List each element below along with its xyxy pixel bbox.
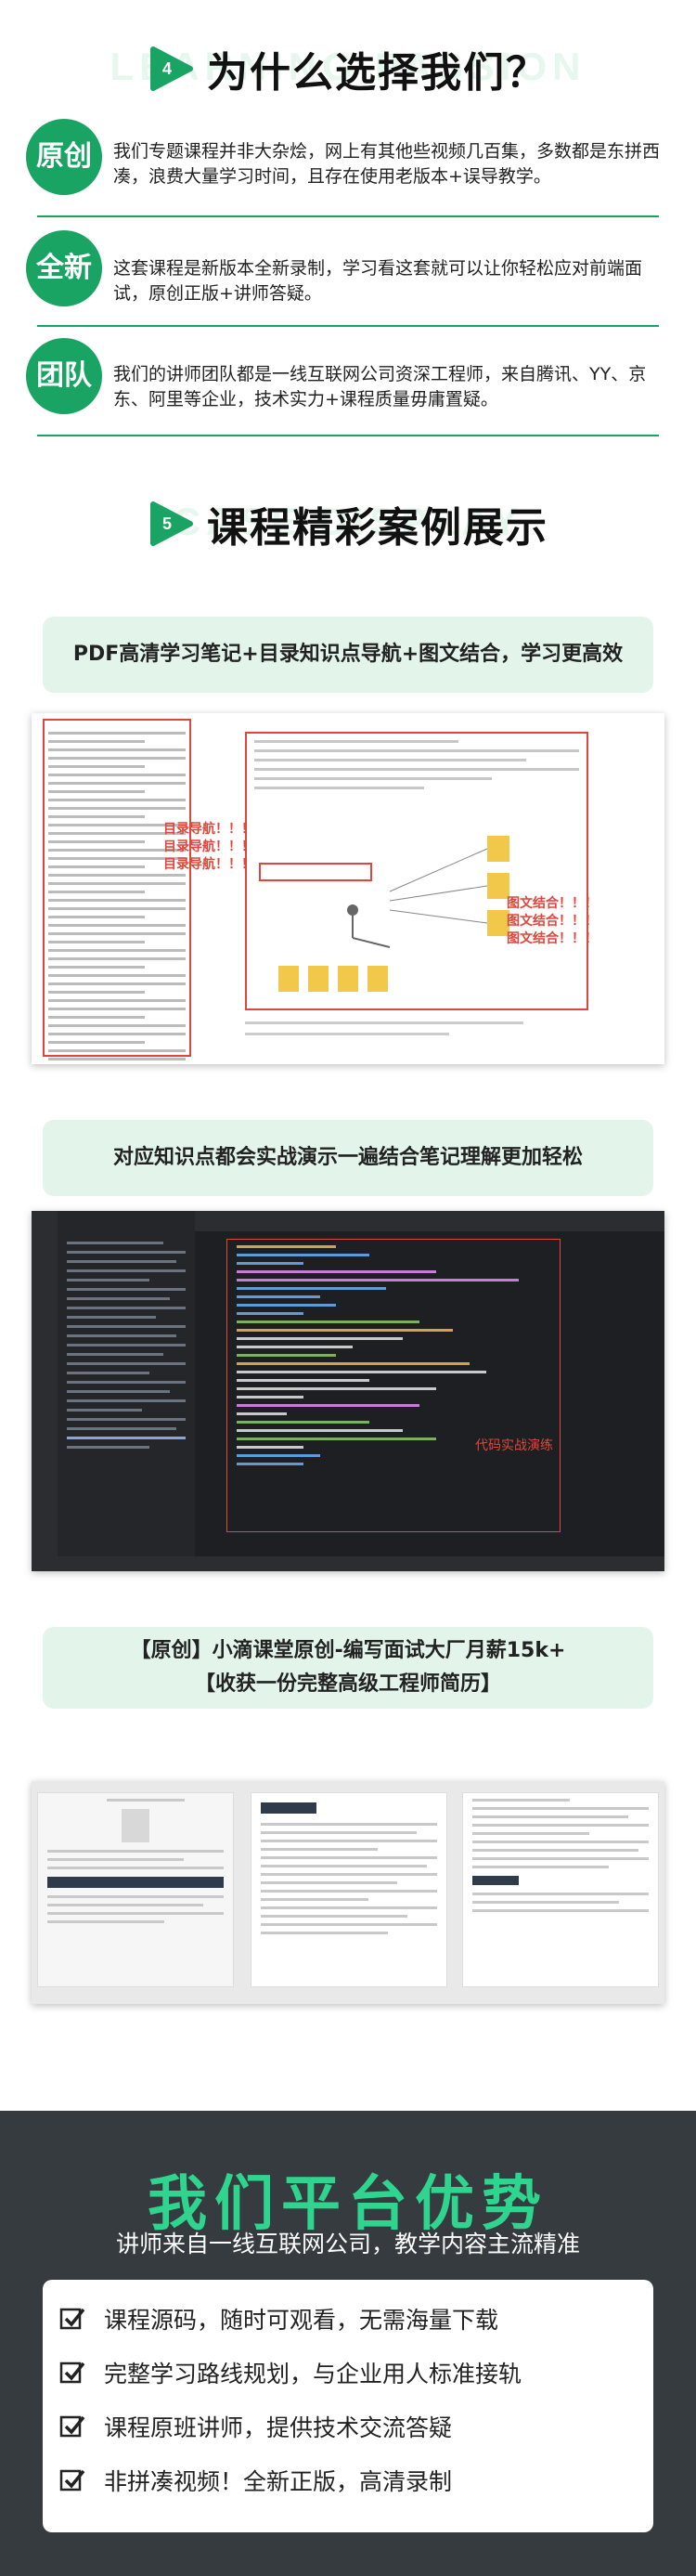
editor-activity-bar xyxy=(32,1211,58,1571)
why-heading-row: 4 为什么选择我们？ xyxy=(148,39,548,98)
checkbox-check-icon xyxy=(59,2361,85,2384)
perk-item: 完整学习路线规划，与企业用人标准接轨 xyxy=(59,2354,522,2391)
pdf-notes-screenshot: 目录导航！！！ 目录导航！！！ 目录导航！！！ 图文结合！！！ 图文结合！！！ xyxy=(32,713,664,1064)
resume-banner-line1: 【原创】小滴课堂原创-编写面试大厂月薪15k+ xyxy=(130,1639,566,1662)
divider xyxy=(37,215,659,217)
divider xyxy=(37,435,659,436)
editor-file-tree xyxy=(58,1211,195,1571)
pdf-notes-banner: PDF高清学习笔记+目录知识点导航+图文结合，学习更高效 xyxy=(43,617,653,693)
cases-section-heading: CASE DISPLAY 5 课程精彩案例展示 xyxy=(0,494,696,559)
perk-item: 课程原班讲师，提供技术交流答疑 xyxy=(59,2408,452,2445)
reason-text: 我们专题课程并非大杂烩，网上有其他些视频几百集，多数都是东拼西凑，浪费大量学习时… xyxy=(113,141,661,187)
perk-text: 非拼凑视频！全新正版，高清录制 xyxy=(104,2468,453,2495)
checkbox-check-icon xyxy=(59,2415,85,2438)
cases-ghost-text: CASE DISPLAY xyxy=(172,500,524,543)
cases-badge-number: 5 xyxy=(161,514,172,533)
why-section-heading: LEARNING PASSION 4 为什么选择我们？ xyxy=(0,39,696,104)
table-of-contents xyxy=(43,719,191,1060)
code-editor-screenshot: 代码实战演练 xyxy=(32,1211,664,1571)
notes-diagram xyxy=(245,732,588,1010)
divider xyxy=(37,325,659,327)
play-badge-icon: 5 xyxy=(148,501,194,547)
practice-banner-text: 对应知识点都会实战演示一遍结合笔记理解更加轻松 xyxy=(112,1146,583,1169)
image-text-annotation: 图文结合！！！ 图文结合！！！ 图文结合！！！ xyxy=(507,896,598,946)
resume-page xyxy=(462,1792,659,1987)
cases-heading-row: 5 课程精彩案例展示 xyxy=(148,494,548,553)
resume-screenshot xyxy=(32,1781,664,2004)
editor-tab-bar xyxy=(195,1211,664,1231)
pdf-notes-banner-text: PDF高清学习笔记+目录知识点导航+图文结合，学习更高效 xyxy=(72,643,624,666)
resume-banner: 【原创】小滴课堂原创-编写面试大厂月薪15k+ 【收获一份完整高级工程师简历】 xyxy=(43,1627,653,1709)
why-badge-number: 4 xyxy=(161,59,172,78)
checkbox-check-icon xyxy=(59,2308,85,2330)
toc-nav-annotation: 目录导航！！！ 目录导航！！！ 目录导航！！！ xyxy=(163,822,254,872)
reason-tag: 全新 xyxy=(26,230,102,306)
editor-status-bar xyxy=(32,1556,664,1571)
perk-item: 非拼凑视频！全新正版，高清录制 xyxy=(59,2462,452,2499)
reason-item-original: 原创 我们专题课程并非大杂烩，网上有其他些视频几百集，多数都是东拼西凑，浪费大量… xyxy=(17,119,679,202)
code-practice-annotation: 代码实战演练 xyxy=(475,1438,553,1453)
perk-text: 完整学习路线规划，与企业用人标准接轨 xyxy=(104,2361,522,2387)
reason-item-new: 全新 这套课程是新版本全新录制，学习看这套就可以让你轻松应对前端面试，原创正版+… xyxy=(17,230,679,314)
reason-tag: 原创 xyxy=(26,119,102,195)
reason-text: 这套课程是新版本全新录制，学习看这套就可以让你轻松应对前端面试，原创正版+讲师答… xyxy=(113,258,643,304)
resume-page xyxy=(251,1792,447,1987)
practice-banner: 对应知识点都会实战演示一遍结合笔记理解更加轻松 xyxy=(43,1120,653,1196)
code-block xyxy=(226,1239,561,1532)
cases-title: 课程精彩案例展示 xyxy=(207,504,548,552)
perk-item: 课程源码，随时可观看，无需海量下载 xyxy=(59,2300,498,2337)
reason-item-team: 团队 我们的讲师团队都是一线互联网公司资深工程师，来自腾讯、YY、京东、阿里等企… xyxy=(17,338,679,422)
resume-page xyxy=(37,1792,234,1987)
platform-subtitle: 讲师来自一线互联网公司，教学内容主流精准 xyxy=(115,2231,580,2257)
resume-banner-line2: 【收获一份完整高级工程师简历】 xyxy=(194,1672,501,1696)
checkbox-check-icon xyxy=(59,2469,85,2491)
platform-perks-card: 课程源码，随时可观看，无需海量下载 完整学习路线规划，与企业用人标准接轨 课程原… xyxy=(43,2280,653,2532)
why-title: 为什么选择我们？ xyxy=(207,49,548,97)
perk-text: 课程原班讲师，提供技术交流答疑 xyxy=(104,2414,453,2441)
reason-tag: 团队 xyxy=(26,338,102,414)
platform-title: 我们平台优势 xyxy=(148,2170,548,2239)
reason-text: 我们的讲师团队都是一线互联网公司资深工程师，来自腾讯、YY、京东、阿里等企业，技… xyxy=(113,364,647,410)
play-badge-icon: 4 xyxy=(148,46,194,92)
perk-text: 课程源码，随时可观看，无需海量下载 xyxy=(104,2307,499,2334)
